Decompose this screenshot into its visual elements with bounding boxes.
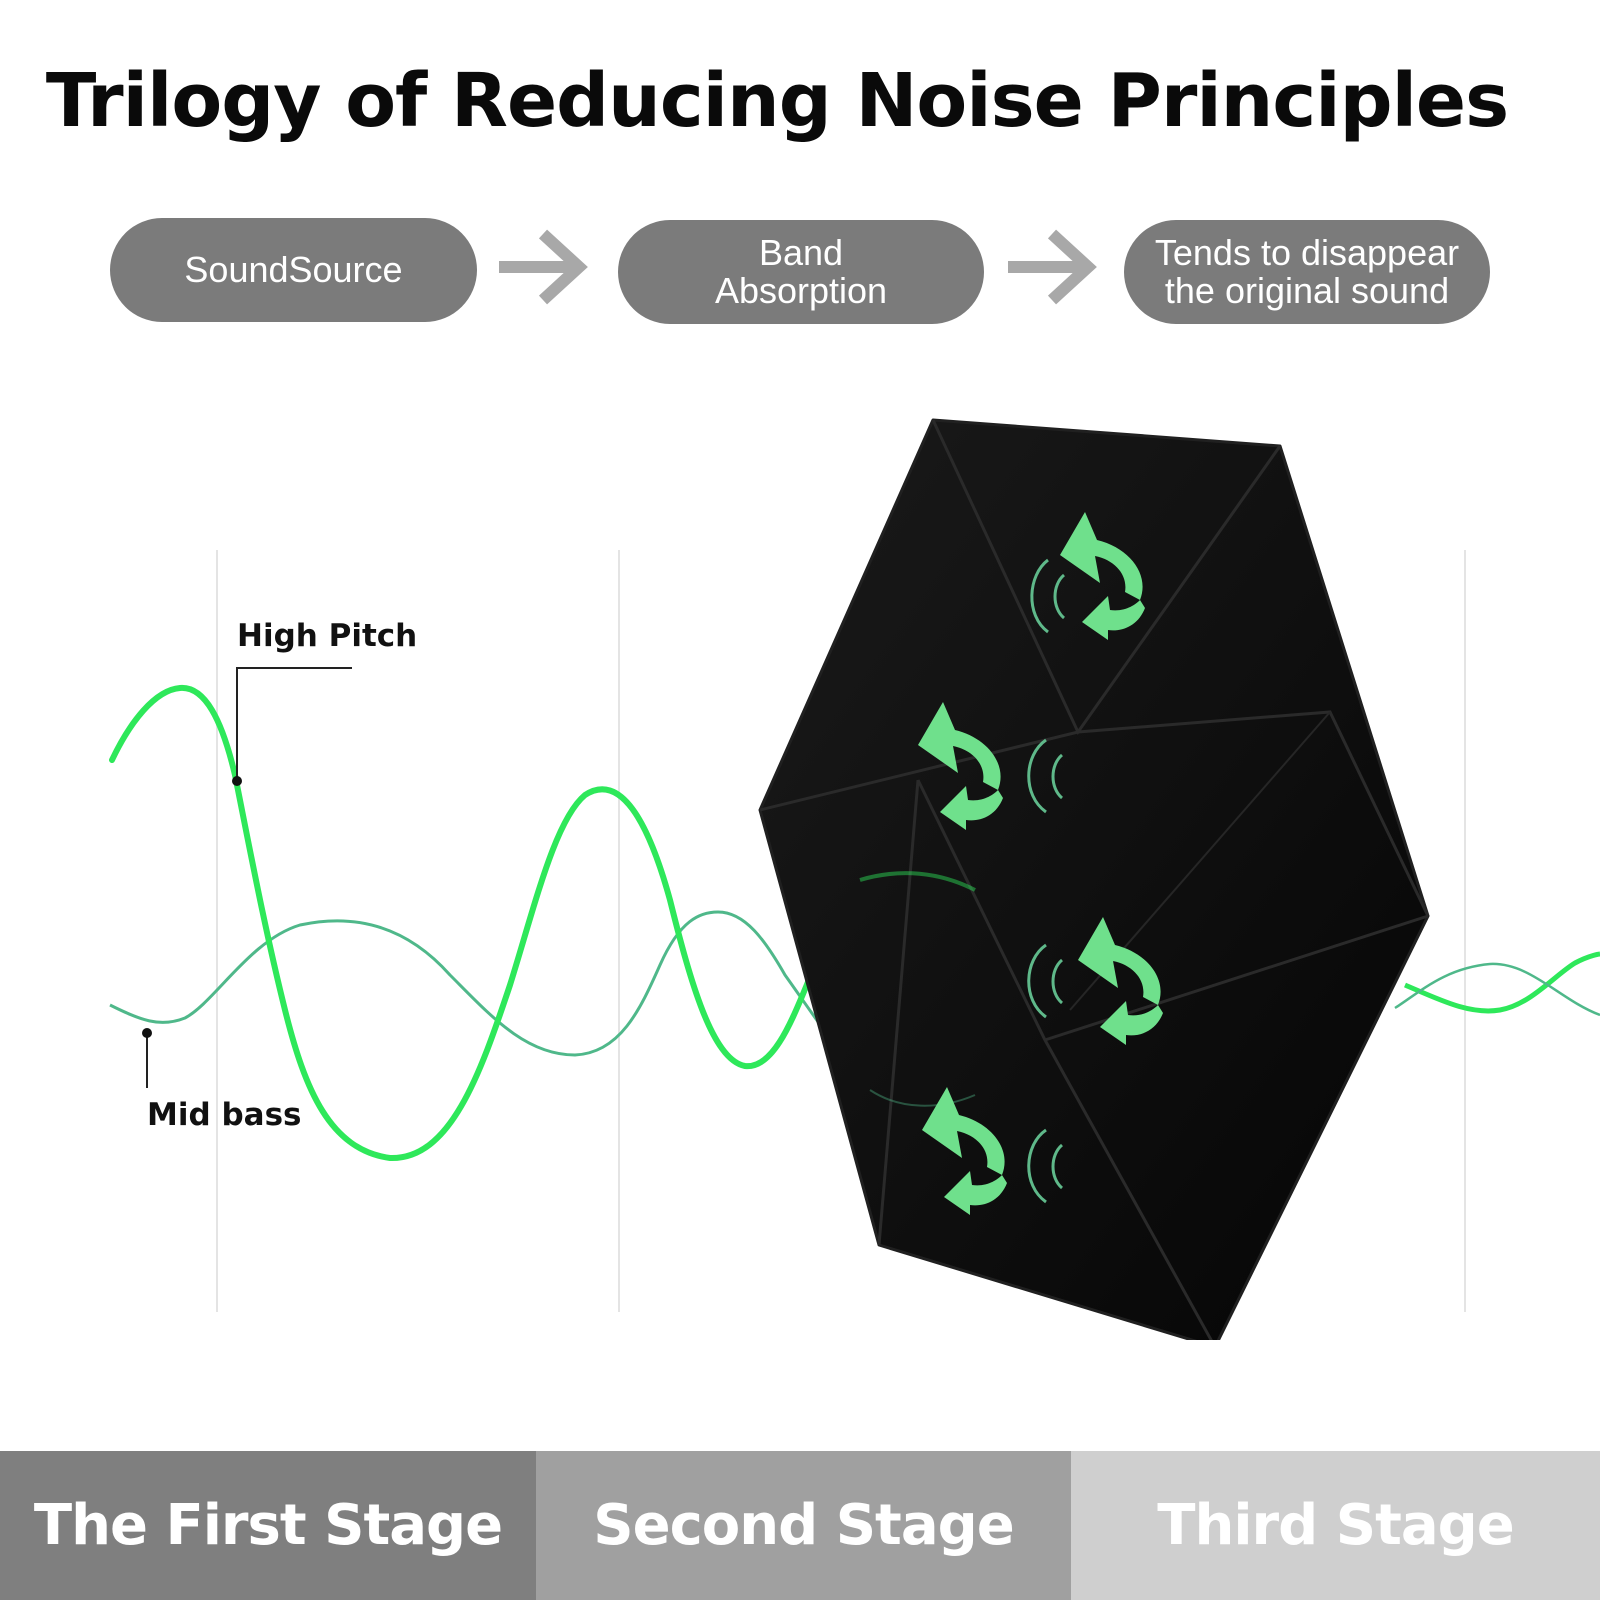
- sound-wave-arc-icon: [1027, 738, 1064, 814]
- flow-step-label: SoundSource: [184, 249, 403, 290]
- high-pitch-label: High Pitch: [237, 618, 417, 654]
- stage-second: Second Stage: [536, 1451, 1071, 1600]
- flow-step-disappear: Tends to disappear the original sound: [1124, 220, 1490, 324]
- high-pitch-callout: High Pitch: [232, 618, 417, 786]
- attenuated-wave-inside: [859, 871, 976, 892]
- sound-wave-arc-icon: [1030, 558, 1066, 634]
- arrow-right-icon: [499, 229, 588, 305]
- page-title: Trilogy of Reducing Noise Principles: [45, 58, 1509, 144]
- curved-return-arrow-icon: [922, 1087, 1007, 1215]
- stage-label: The First Stage: [33, 1493, 503, 1558]
- sound-wave-arc-icon: [1027, 943, 1064, 1019]
- mid-bass-callout: Mid bass: [142, 1028, 301, 1133]
- mid-bass-label: Mid bass: [147, 1097, 301, 1133]
- stage-label: Third Stage: [1157, 1493, 1514, 1558]
- flow-step-label: Tends to disappear the original sound: [1154, 232, 1460, 311]
- sound-wave-arc-icon: [1027, 1128, 1064, 1204]
- curved-return-arrow-icon: [1060, 512, 1145, 640]
- curved-return-arrow-icon: [1078, 917, 1163, 1045]
- flow-step-label: Band Absorption: [714, 232, 888, 311]
- flow-step-band-absorption: Band Absorption: [618, 220, 984, 324]
- stage-third: Third Stage: [1071, 1451, 1600, 1600]
- attenuated-mid-inside: [869, 1089, 976, 1107]
- stage-first: The First Stage: [0, 1451, 536, 1600]
- residual-mid-bass-wave: [1394, 962, 1600, 1017]
- stage-label: Second Stage: [593, 1493, 1014, 1558]
- curved-return-arrow-icon: [918, 702, 1003, 830]
- residual-high-pitch-wave: [1404, 951, 1600, 1014]
- arrow-right-icon: [1008, 229, 1097, 305]
- stage-bar: The First Stage Second Stage Third Stage: [0, 1451, 1600, 1600]
- noise-reduction-diagram: High Pitch Mid bass: [109, 418, 1600, 1340]
- flow-step-sound-source: SoundSource: [110, 218, 477, 322]
